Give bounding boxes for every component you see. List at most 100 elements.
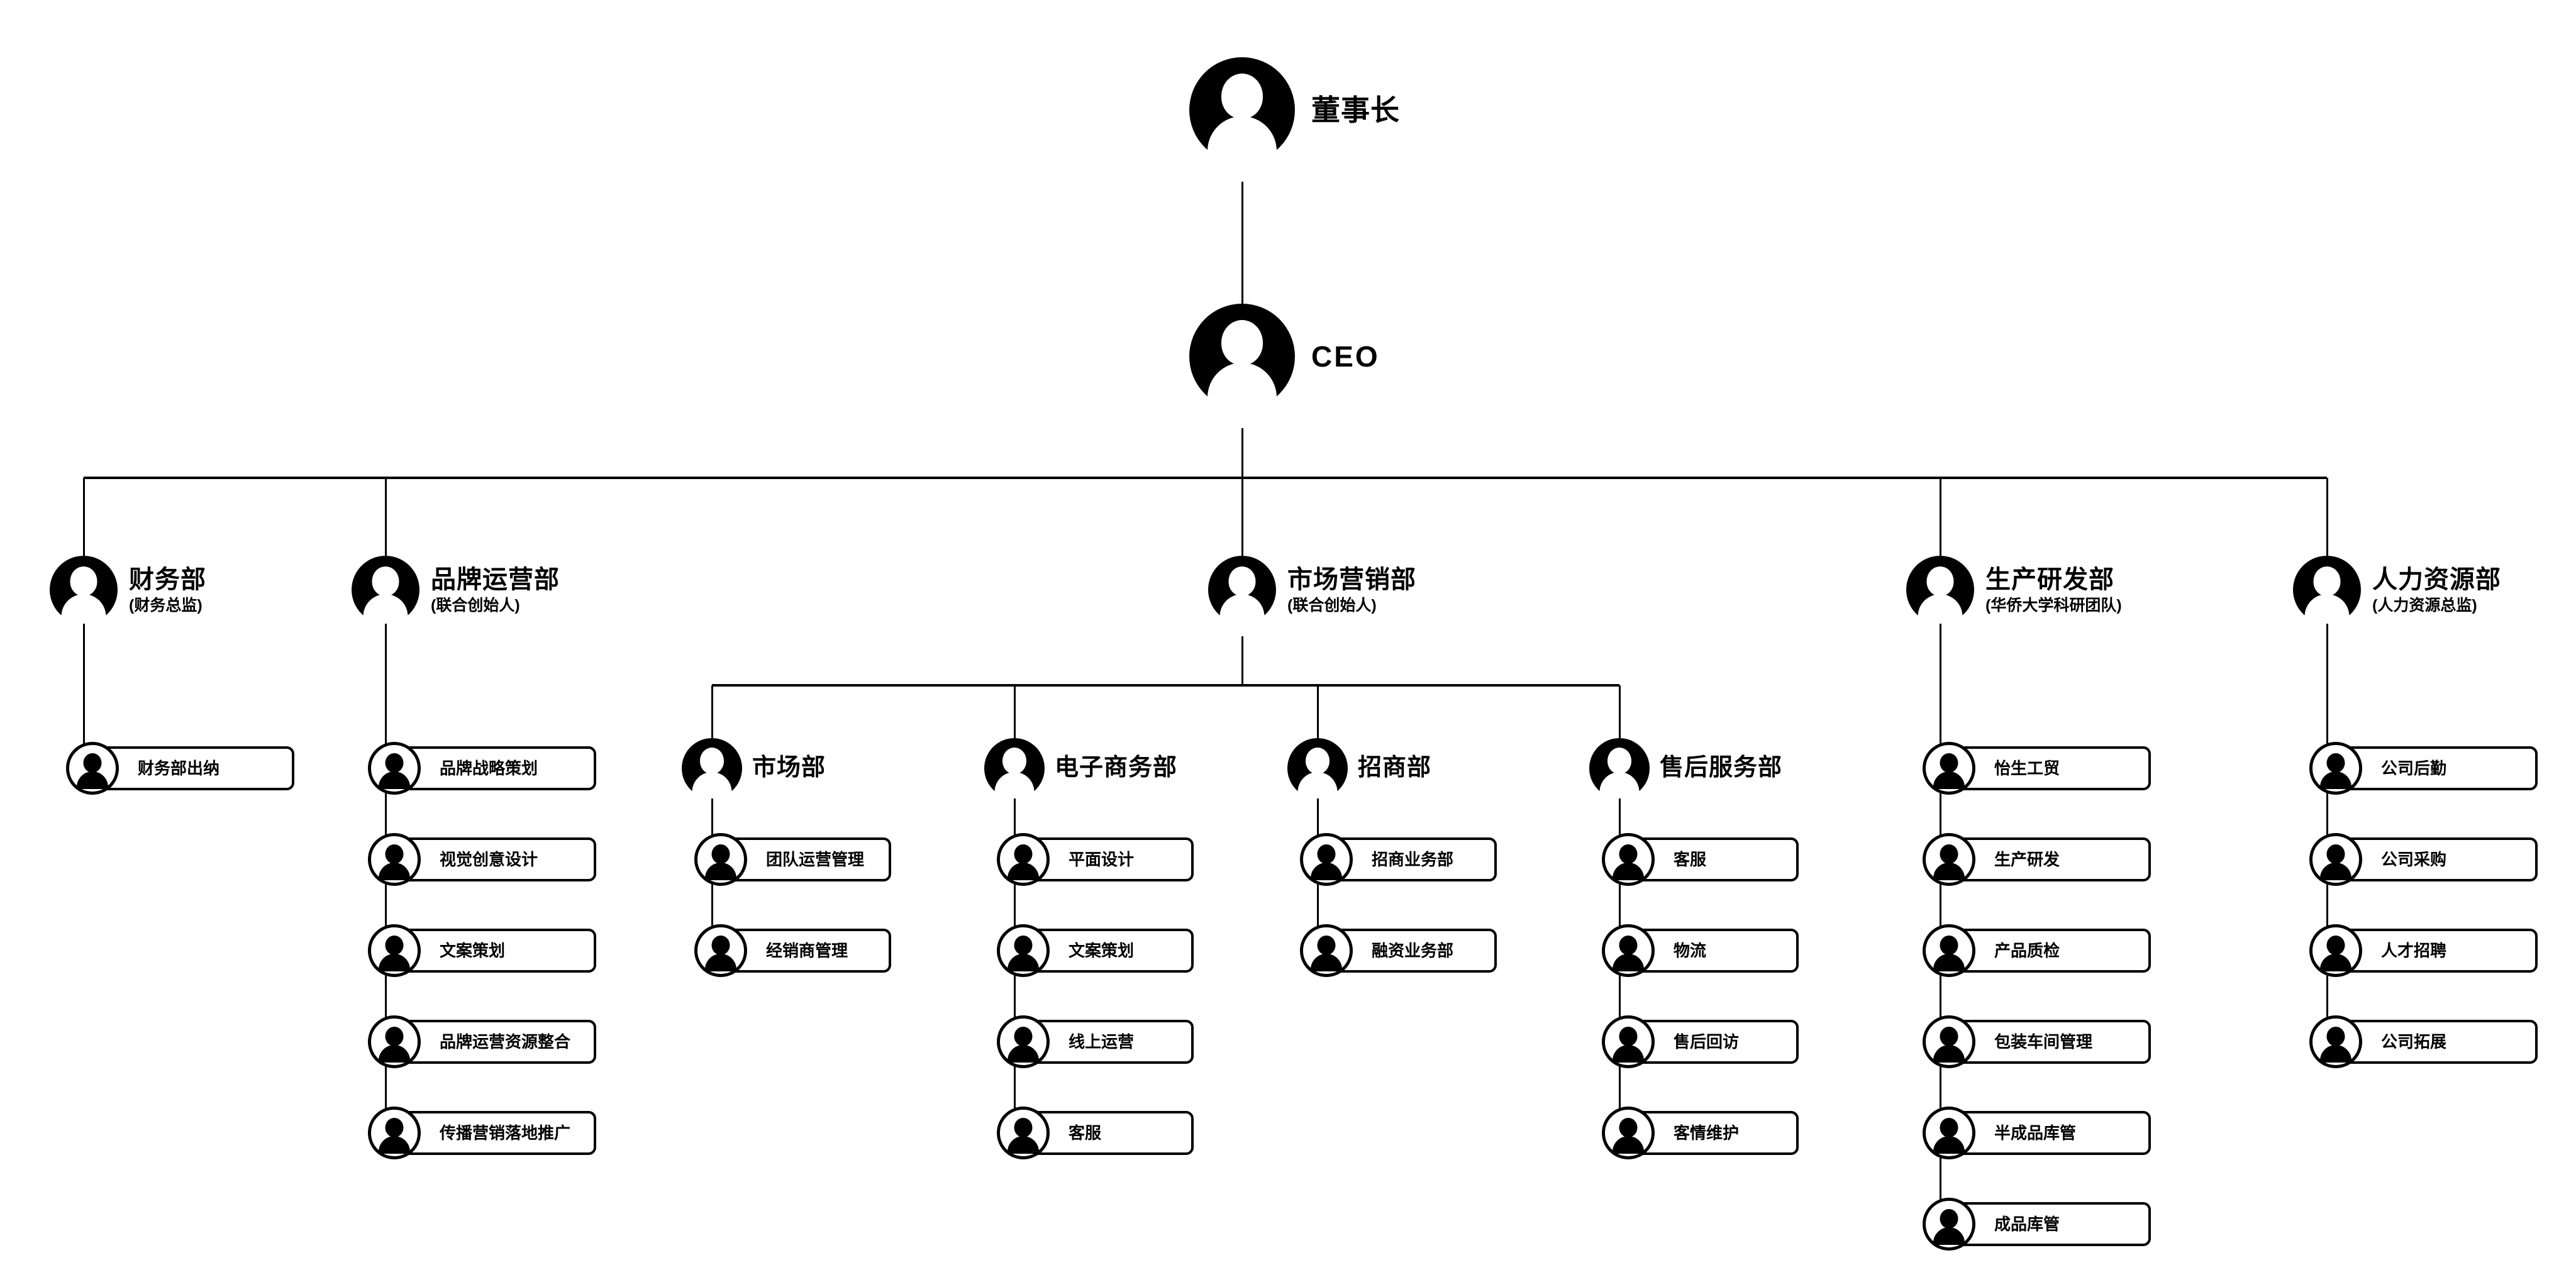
leaf-label: 文案策划 [440,941,506,960]
department-subtitle: (人力资源总监) [2372,596,2477,614]
node-text: 售后服务部 [1660,754,1782,782]
person-avatar-outline-icon [1923,1198,1975,1251]
leaf-node[interactable]: 平面设计 [997,833,1194,886]
leaf-node[interactable]: 产品质检 [1923,924,2151,977]
avatar-body [1933,863,1965,880]
connector-subdepartment-drop-2 [1316,685,1319,738]
leaf-node[interactable]: 物流 [1602,924,1799,977]
node-chairman[interactable]: 董事长 [1189,57,1400,182]
leaf-node[interactable]: 生产研发 [1923,833,2151,886]
avatar-body [379,771,410,789]
connector-department-leaf-drop-finance [82,624,85,768]
leaf-node[interactable]: 客情维护 [1602,1107,1799,1159]
connector-leaf-chain-after-sales-1 [1618,881,1621,951]
avatar-body [1208,363,1277,428]
leaf-node[interactable]: 团队运营管理 [694,833,891,886]
avatar-head [1228,566,1256,596]
node-text: CEO [1311,340,1380,373]
connector-subdepartment-leaf-drop-investment [1316,798,1319,859]
leaf-label: 视觉创意设计 [440,850,538,869]
avatar-head [1317,844,1336,864]
subdepartment-title: 市场部 [752,754,826,782]
avatar-body [2320,954,2351,971]
leaf-box [386,1020,596,1064]
node-subdepartment-after-sales[interactable]: 售后服务部 [1589,738,1782,810]
leaf-node[interactable]: 品牌运营资源整合 [368,1015,596,1068]
leaf-node[interactable]: 公司后勤 [2309,742,2538,795]
person-avatar-outline-icon [2309,833,2362,886]
node-department-production-rd[interactable]: 生产研发部(华侨大学科研团队) [1906,556,2122,636]
connector-subdepartment-bar [712,684,1619,687]
leaf-node[interactable]: 人才招聘 [2309,924,2538,977]
connector-department-drop-1 [384,478,387,556]
subdepartment-title: 售后服务部 [1660,754,1783,782]
leaf-node[interactable]: 客服 [1602,833,1799,886]
connector-leaf-chain-ecommerce-3 [1013,1064,1016,1133]
leaf-node[interactable]: 财务部出纳 [66,742,294,795]
leaf-node[interactable]: 品牌战略策划 [368,742,596,795]
leaf-node[interactable]: 融资业务部 [1300,924,1497,977]
leaf-node[interactable]: 视觉创意设计 [368,833,596,886]
leaf-label: 生产研发 [1994,850,2060,869]
department-subtitle: (联合创始人) [1287,596,1377,614]
node-department-human-resources[interactable]: 人力资源部(人力资源总监) [2293,556,2501,636]
leaf-node[interactable]: 售后回访 [1602,1015,1799,1068]
avatar-body [1008,863,1039,880]
avatar-body [1933,1136,1965,1154]
leaf-node[interactable]: 半成品库管 [1923,1107,2151,1159]
node-department-brand-operations[interactable]: 品牌运营部(联合创始人) [352,556,560,636]
leaf-node[interactable]: 经销商管理 [694,924,891,977]
leaf-node[interactable]: 文案策划 [368,924,596,977]
avatar-body [77,771,108,789]
person-avatar-filled-icon [352,556,419,636]
connector-leaf-chain-human-resources-2 [2326,881,2328,951]
avatar-head [1619,844,1638,864]
leaf-node[interactable]: 线上运营 [997,1015,1194,1068]
connector-ceo-down [1241,409,1243,478]
connector-leaf-chain-production-rd-1 [1939,790,1941,859]
node-text: 招商部 [1358,754,1431,782]
connector-subdepartment-leaf-drop-after-sales [1618,798,1621,859]
leaf-node[interactable]: 招商业务部 [1300,833,1497,886]
avatar-body [2320,771,2351,789]
leaf-node[interactable]: 公司拓展 [2309,1015,2538,1068]
person-avatar-outline-icon [368,1015,421,1068]
leaf-node[interactable]: 成品库管 [1923,1198,2151,1251]
avatar-head [1940,844,1958,864]
person-avatar-outline-icon [2309,1015,2362,1068]
leaf-node[interactable]: 传播营销落地推广 [368,1107,596,1159]
leaf-label: 包装车间管理 [1994,1032,2093,1051]
department-subtitle: (联合创始人) [431,596,520,614]
leaf-node[interactable]: 文案策划 [997,924,1194,977]
node-subdepartment-investment[interactable]: 招商部 [1287,738,1431,810]
node-text: 董事长 [1311,94,1400,127]
node-department-finance[interactable]: 财务部(财务总监) [50,556,206,636]
leaf-label: 招商业务部 [1372,850,1454,869]
connector-leaf-chain-production-rd-3 [1939,973,1941,1042]
leaf-node[interactable]: 公司采购 [2309,833,2538,886]
node-subdepartment-ecommerce[interactable]: 电子商务部 [984,738,1177,810]
person-avatar-outline-icon [1602,833,1655,886]
node-department-marketing[interactable]: 市场营销部 (联合创始人) [1208,556,1416,636]
department-subtitle: (华侨大学科研团队) [1985,596,2122,614]
avatar-body [705,863,736,880]
leaf-label: 公司拓展 [2381,1032,2447,1051]
node-subdepartment-market[interactable]: 市场部 [682,738,826,810]
connector-leaf-chain-ecommerce-1 [1013,881,1016,951]
node-ceo[interactable]: CEO [1189,304,1380,428]
avatar-head [2326,936,2345,955]
leaf-node[interactable]: 客服 [997,1107,1194,1159]
department-title: 市场营销部 [1287,565,1416,594]
connector-department-bar [84,477,2327,479]
leaf-node[interactable]: 包装车间管理 [1923,1015,2151,1068]
avatar-body [2320,1045,2351,1063]
leaf-box [2327,746,2538,790]
avatar-body [1613,1136,1644,1154]
connector-chairman-ceo [1241,163,1243,304]
leaf-node[interactable]: 怡生工贸 [1923,742,2151,795]
connector-leaf-chain-after-sales-3 [1618,1064,1621,1133]
node-text: 市场部 [752,754,826,782]
person-avatar-outline-icon [1602,1015,1655,1068]
leaf-label: 客服 [1674,850,1707,869]
